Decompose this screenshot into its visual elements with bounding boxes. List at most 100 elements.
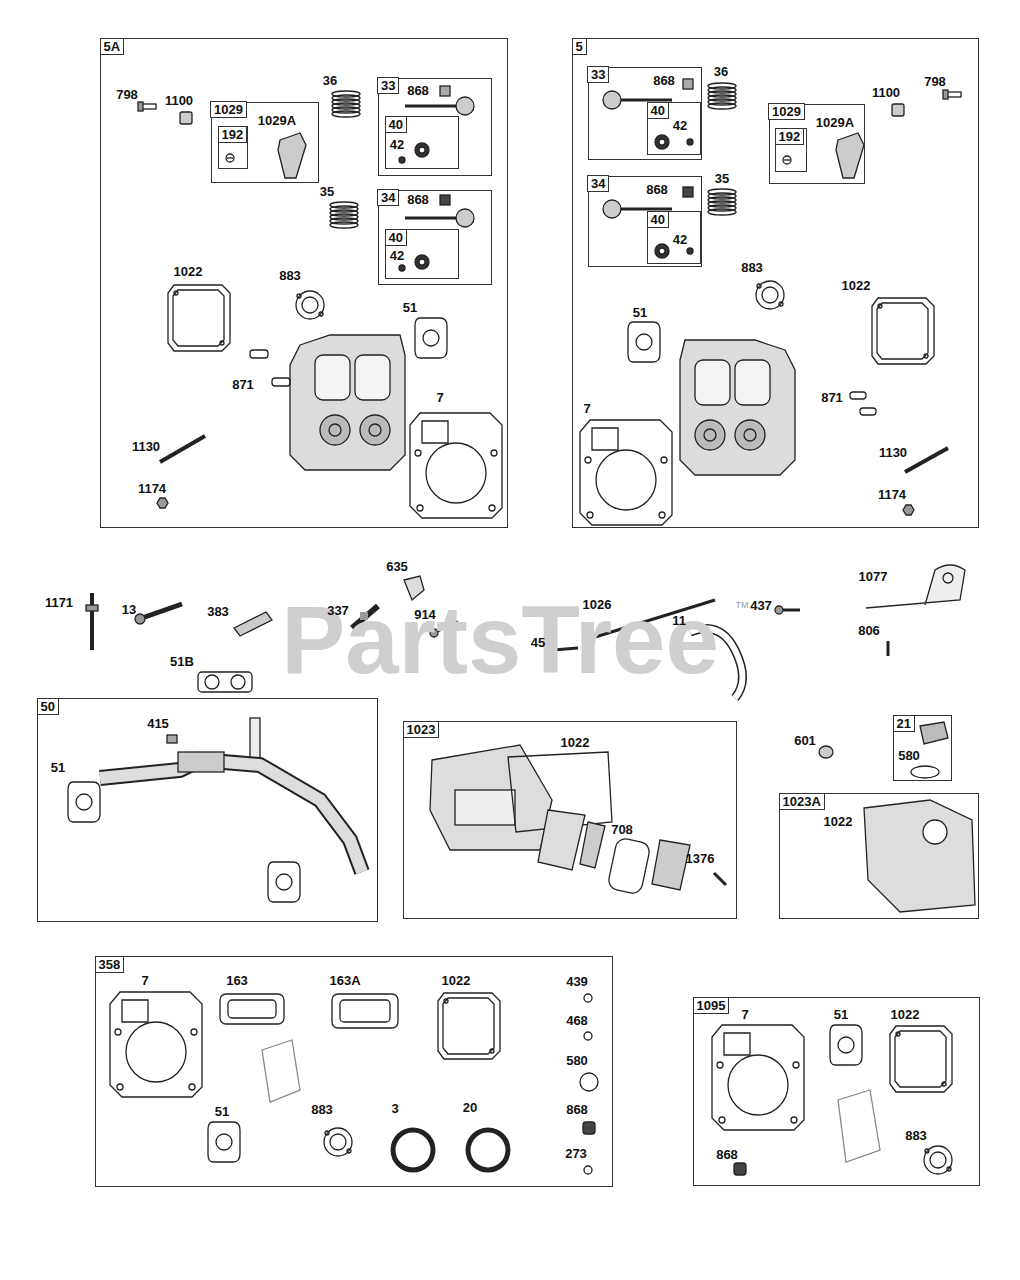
callout-number: 163: [226, 974, 248, 988]
callout-number: 798: [116, 88, 138, 102]
callout-number: 871: [232, 378, 254, 392]
callout-number: 468: [566, 1014, 588, 1028]
callout-number: 708: [611, 823, 633, 837]
callout-number: 883: [905, 1129, 927, 1143]
callout-number: 1022: [824, 815, 853, 829]
callout-number: 51: [51, 761, 65, 775]
part-group-box: 192: [775, 128, 807, 172]
callout-number: 415: [147, 717, 169, 731]
group-number: 1095: [693, 997, 730, 1014]
part-group-box: 33 40: [588, 67, 702, 160]
callout-number: 42: [673, 119, 687, 133]
callout-number: 439: [566, 975, 588, 989]
callout-number: 868: [407, 84, 429, 98]
callout-number: 1022: [561, 736, 590, 750]
trademark-mark: TM: [736, 598, 749, 612]
callout-number: 871: [821, 391, 843, 405]
callout-number: 580: [898, 749, 920, 763]
callout-number: 1026: [583, 598, 612, 612]
group-number: 1023A: [779, 793, 825, 810]
part-group-box: 1023: [403, 721, 737, 919]
callout-number: 1130: [132, 440, 160, 454]
callout-number: 1174: [138, 482, 166, 496]
callout-number: 1174: [878, 488, 906, 502]
callout-number: 42: [390, 138, 404, 152]
part-group-box: 192: [218, 126, 248, 169]
callout-number: 36: [323, 74, 337, 88]
callout-number: 51: [403, 301, 417, 315]
group-number: 1029: [210, 101, 247, 118]
callout-number: 868: [653, 74, 675, 88]
part-group-box: 33 40: [378, 78, 492, 176]
callout-number: 273: [565, 1147, 587, 1161]
part-group-box: 533 40 34 40 1029 192: [572, 38, 979, 528]
group-number: 40: [647, 102, 669, 119]
callout-number: 36: [714, 65, 728, 79]
callout-number: 35: [320, 185, 334, 199]
callout-number: 914: [414, 608, 436, 622]
group-number: 40: [647, 211, 669, 228]
callout-number: 1077: [859, 570, 888, 584]
callout-number: 163A: [329, 974, 360, 988]
part-group-box: 34 40: [588, 176, 702, 267]
callout-number: 1171: [45, 596, 73, 610]
group-number: 5A: [100, 38, 125, 55]
callout-number: 635: [386, 560, 408, 574]
callout-number: 1022: [442, 974, 471, 988]
callout-number: 7: [436, 391, 443, 405]
group-number: 33: [587, 66, 609, 83]
callout-number: 601: [794, 734, 816, 748]
callout-number: 51: [215, 1105, 229, 1119]
callout-number: 1029A: [258, 114, 296, 128]
part-group-box: 50: [37, 698, 378, 922]
callout-number: 806: [858, 624, 880, 638]
group-number: 40: [385, 116, 407, 133]
group-number: 358: [95, 956, 125, 973]
callout-number: 1130: [879, 446, 907, 460]
group-number: 34: [587, 175, 609, 192]
group-number: 34: [377, 189, 399, 206]
callout-number: 11: [672, 614, 686, 628]
callout-number: 45: [531, 636, 545, 650]
callout-number: 868: [716, 1148, 738, 1162]
callout-number: 7: [741, 1008, 748, 1022]
callout-number: 1022: [842, 279, 871, 293]
callout-number: 42: [390, 249, 404, 263]
group-number: 21: [893, 715, 915, 732]
callout-number: 580: [566, 1054, 588, 1068]
group-number: 1029: [768, 103, 805, 120]
part-group-box: 5A 1029 192 33 40 34 40: [100, 38, 508, 528]
part-group-box: 1023A: [779, 793, 979, 919]
callout-number: 883: [741, 261, 763, 275]
callout-number: 1100: [165, 94, 193, 108]
callout-number: 1022: [174, 265, 203, 279]
callout-number: 883: [279, 269, 301, 283]
callout-number: 383: [207, 605, 229, 619]
group-number: 33: [377, 77, 399, 94]
callout-number: 51: [633, 306, 647, 320]
callout-number: 51B: [170, 655, 194, 669]
group-number: 50: [37, 698, 59, 715]
group-number: 40: [385, 229, 407, 246]
part-group-box: 34 40: [378, 190, 492, 285]
callout-number: 35: [715, 172, 729, 186]
callout-number: 1100: [872, 86, 900, 100]
callout-number: 20: [463, 1101, 477, 1115]
part-group-box: 21: [893, 715, 952, 781]
callout-number: 1029A: [816, 116, 854, 130]
callout-number: 51: [834, 1008, 848, 1022]
callout-number: 42: [673, 233, 687, 247]
part-group-box: 358: [95, 956, 613, 1187]
group-number: 1023: [403, 721, 440, 738]
group-number: 192: [218, 126, 248, 143]
callout-number: 437: [750, 599, 772, 613]
callout-number: 868: [407, 193, 429, 207]
group-number: 5: [572, 38, 587, 55]
callout-number: 7: [141, 974, 148, 988]
group-number: 192: [775, 128, 805, 145]
callout-number: 1376: [686, 852, 715, 866]
callout-number: 883: [311, 1103, 333, 1117]
callout-number: 798: [924, 75, 946, 89]
callout-number: 13: [122, 603, 136, 617]
